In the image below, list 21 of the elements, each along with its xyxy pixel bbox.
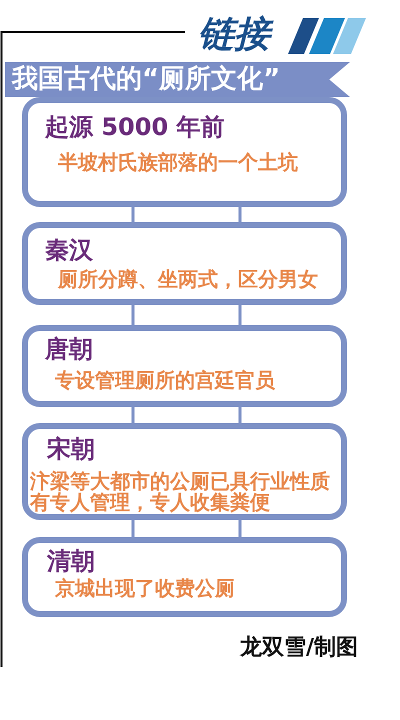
- link-connector: [132, 206, 242, 224]
- description-text: 专设管理厕所的宫廷官员: [55, 370, 276, 391]
- period-box: [22, 222, 347, 305]
- period-heading: 唐朝: [45, 334, 93, 364]
- period-heading: 起源 5000 年前: [45, 112, 225, 142]
- period-box: [22, 423, 347, 520]
- description-text: 厕所分蹲、坐两式，区分男女: [58, 269, 319, 290]
- link-connector: [132, 406, 242, 424]
- title-banner: 我国古代的“厕所文化”: [5, 62, 350, 97]
- description-text: 京城出现了收费公厕: [55, 578, 236, 599]
- period-box: [22, 325, 347, 407]
- link-connector: [132, 304, 242, 326]
- period-box: [22, 537, 347, 617]
- link-connector: [132, 518, 242, 538]
- description-text: 汴梁等大都市的公厕已具行业性质有专人管理，专人收集粪便: [30, 471, 331, 513]
- credit-text: 龙双雪/制图: [240, 636, 358, 660]
- period-heading: 宋朝: [47, 434, 95, 464]
- period-heading: 秦汉: [45, 235, 93, 265]
- period-heading: 清朝: [47, 546, 95, 576]
- description-text: 半坡村氏族部落的一个土坑: [58, 152, 299, 173]
- period-box: [22, 97, 347, 207]
